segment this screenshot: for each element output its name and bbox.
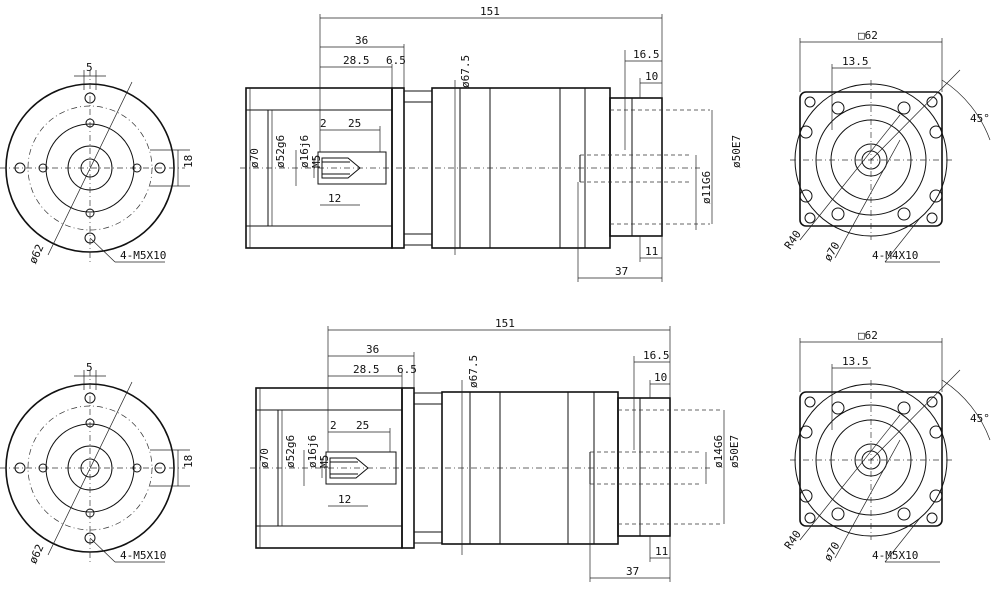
dim-5: 5	[86, 61, 93, 74]
dim-sq62: □62	[858, 329, 878, 342]
bolt-holes	[14, 92, 166, 244]
dim-151: 151	[480, 5, 500, 18]
dim-12: 12	[328, 192, 341, 205]
label-holes: 4-M4X10	[872, 249, 918, 262]
bolt-holes	[799, 396, 943, 524]
dim-2: 2	[320, 117, 327, 130]
dim-dia50e7: ø50E7	[730, 135, 743, 168]
dim-dia52g6: ø52g6	[284, 435, 297, 468]
dim-28-5: 28.5	[353, 363, 380, 376]
dim-2: 2	[330, 419, 337, 432]
dim-16-5: 16.5	[633, 48, 660, 61]
label-holes: 4-M5X10	[872, 549, 918, 562]
dim-18: 18	[182, 155, 195, 168]
dim-25: 25	[356, 419, 369, 432]
dim-dia70: ø70	[821, 240, 842, 264]
label-holes: 4-M5X10	[120, 549, 166, 562]
dim-r40: R40	[782, 528, 804, 552]
dim-11: 11	[645, 245, 658, 258]
side-view-bottom: 151 36 28.5 6.5 ø67.5 16.5 10 2 25 12 ø7…	[250, 317, 741, 582]
dim-dia70: ø70	[821, 540, 842, 564]
dim-dia67-5: ø67.5	[467, 355, 480, 388]
dim-10: 10	[654, 371, 667, 384]
dim-dia70: ø70	[258, 448, 271, 468]
dim-dia67-5: ø67.5	[459, 55, 472, 88]
rear-view-top: □62 13.5 45° R40 ø70 4-M4X10	[782, 29, 991, 264]
dim-37: 37	[615, 265, 628, 278]
label-holes: 4-M5X10	[120, 249, 166, 262]
dim-10: 10	[645, 70, 658, 83]
output-shaft	[325, 451, 397, 485]
dim-11: 11	[655, 545, 668, 558]
front-view-bottom: 5 18 ø62 4-M5X10	[0, 361, 195, 566]
dim-dia52g6: ø52g6	[274, 135, 287, 168]
dim-151: 151	[495, 317, 515, 330]
dim-13-5: 13.5	[842, 355, 869, 368]
dim-25: 25	[348, 117, 361, 130]
dim-dia70: ø70	[248, 148, 261, 168]
output-shaft	[317, 151, 387, 185]
dim-6-5: 6.5	[386, 54, 406, 67]
dim-dia62: ø62	[26, 242, 46, 266]
rear-view-bottom: □62 13.5 45° R40 ø70 4-M5X10	[782, 329, 991, 564]
dim-dia50e7: ø50E7	[728, 435, 741, 468]
dim-sq62: □62	[858, 29, 878, 42]
bottom-row: 5 18 ø62 4-M5X10	[0, 317, 991, 582]
dim-18: 18	[182, 455, 195, 468]
dim-36: 36	[355, 34, 368, 47]
dim-36: 36	[366, 343, 379, 356]
dim-dia62: ø62	[26, 542, 46, 566]
dim-45deg: 45°	[970, 412, 990, 425]
label-m5: M5	[318, 455, 331, 468]
dim-45deg: 45°	[970, 112, 990, 125]
front-view-top: 5 18 ø62 4-M5X10	[0, 61, 195, 266]
bolt-holes	[14, 392, 166, 544]
dim-12: 12	[338, 493, 351, 506]
dim-dia16j6: ø16j6	[298, 135, 311, 168]
dim-5: 5	[86, 361, 93, 374]
label-m5: M5	[310, 155, 323, 168]
side-view-top: 151 36 28.5 6.5 ø67.5 16.5 10 2 25 12 ø7…	[240, 5, 743, 282]
dim-37: 37	[626, 565, 639, 578]
dim-r40: R40	[782, 228, 804, 252]
dim-dia14g6: ø14G6	[712, 435, 725, 468]
dim-13-5: 13.5	[842, 55, 869, 68]
dim-28-5: 28.5	[343, 54, 370, 67]
dim-16-5: 16.5	[643, 349, 670, 362]
dim-dia11g6: ø11G6	[700, 171, 713, 204]
dim-6-5: 6.5	[397, 363, 417, 376]
top-row: 5 18 ø62 4-M5X10	[0, 5, 991, 282]
dim-dia16j6: ø16j6	[306, 435, 319, 468]
